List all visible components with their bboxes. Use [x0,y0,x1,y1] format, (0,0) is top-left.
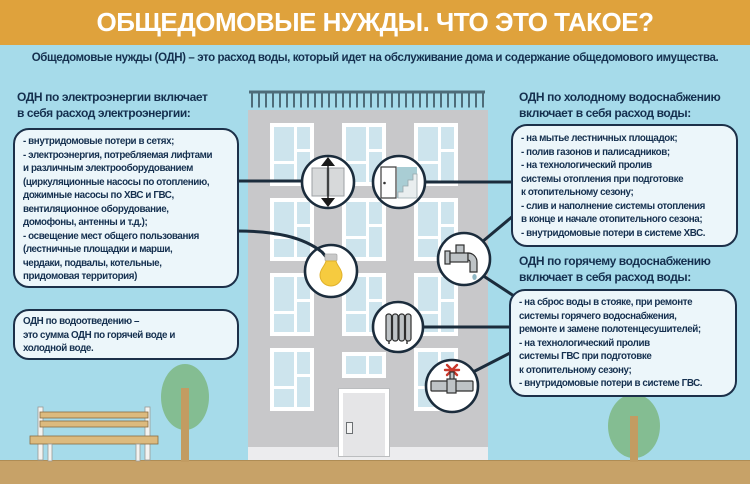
radiator-icon [371,300,425,354]
window [270,273,314,336]
valve-handle [443,363,461,377]
box-sewage: ОДН по водоотведению – это сумма ОДН по … [13,309,239,360]
box-electricity: - внутридомовые потери в сетях; - электр… [13,128,239,288]
heading-hot-water: ОДН по горячему водоснабжению включает в… [519,254,711,284]
heading-electricity: ОДН по электроэнергии включает в себя ра… [17,90,208,120]
ground [0,460,750,484]
connector-electricity-bulb [236,229,329,259]
door-handle [346,422,353,434]
connector-faucet-coldwater [481,214,514,244]
pipe-valve-icon [424,358,480,414]
box-hot-water: - на сброс воды в стояке, при ремонте си… [509,289,737,397]
roof-parapet [249,90,485,108]
entrance-door [338,388,390,457]
intro-text: Общедомовые нужды (ОДН) – это расход вод… [31,52,719,64]
tree [608,394,660,462]
elevator-icon [300,154,356,210]
connector-faucet-hotwater [481,273,515,298]
window [342,198,386,261]
faucet-icon [436,231,492,287]
stairwell-window [342,352,386,378]
lightbulb-icon [236,229,359,299]
connector-pipe-hotwater [472,349,515,374]
stairs-icon [371,154,427,210]
tree [161,364,209,462]
window [270,348,314,411]
bench [29,406,159,462]
box-cold-water: - на мытье лестничных площадок; - полив … [511,124,738,247]
connector-lines [237,179,515,374]
poster-title: ОБЩЕДОМОВЫЕ НУЖДЫ. ЧТО ЭТО ТАКОЕ? [96,7,654,37]
heading-cold-water: ОДН по холодному водоснабжению включает … [519,90,721,120]
header-bar: ОБЩЕДОМОВЫЕ НУЖДЫ. ЧТО ЭТО ТАКОЕ? [0,0,750,45]
